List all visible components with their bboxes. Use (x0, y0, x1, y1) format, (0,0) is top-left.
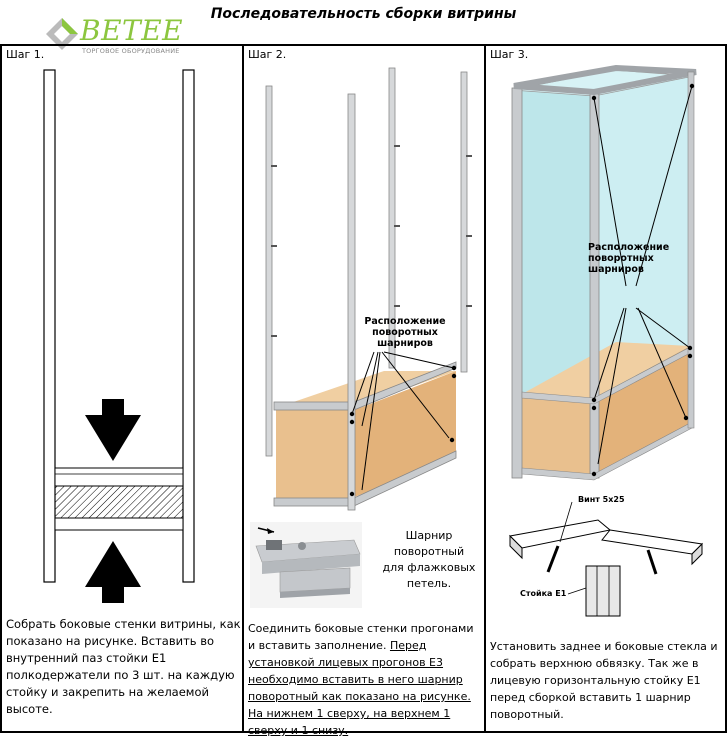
step3-hinge-label-line1: Расположение (588, 242, 670, 253)
step2-hinge-label-line1: Расположение (364, 316, 446, 327)
step2-hinge-location-label: Расположение поворотных шарниров (350, 316, 460, 349)
step1-panel: Шаг 1. Собрать боковые стенки витрины, к… (0, 44, 244, 733)
post-label: Стойка Е1 (520, 589, 567, 598)
arrow-up-icon (85, 541, 141, 603)
step2-label: Шаг 2. (248, 48, 287, 61)
step2-text-plain: Соединить боковые стенки прогонами и вст… (248, 622, 474, 652)
hinge-caption-line2: поворотный (393, 545, 465, 558)
screw-label: Винт 5х25 (578, 495, 625, 504)
hinge-caption-line1: Шарнир (405, 529, 453, 542)
step3-panel: Шаг 3. Расп (484, 44, 727, 733)
step2-hinge-label-line3: шарниров (377, 338, 433, 349)
step2-text: Соединить боковые стенки прогонами и вст… (248, 620, 484, 739)
logo-diamond-icon (46, 18, 78, 50)
step3-hinge-label-line2: поворотных (588, 253, 654, 264)
step3-corner-detail-drawing (508, 501, 704, 617)
hinge-photo (250, 522, 362, 608)
step2-text-underlined: Перед установкой лицевых прогонов Е3 нео… (248, 639, 471, 737)
hinge-caption: Шарнир поворотный для флажковых петель. (374, 528, 484, 592)
step3-label: Шаг 3. (490, 48, 529, 61)
step1-text: Собрать боковые стенки витрины, как пока… (6, 617, 241, 716)
step2-hinge-label-line2: поворотных (372, 327, 438, 338)
logo-subtitle: ТОРГОВОЕ ОБОРУДОВАНИЕ (82, 47, 180, 55)
logo-text: BETEE (80, 14, 184, 47)
document-title: Последовательность сборки витрины (210, 6, 517, 22)
step3-hinge-location-label: Расположение поворотных шарниров (588, 242, 698, 275)
hinge-caption-line3: для флажковых (382, 561, 476, 574)
step3-text: Установить заднее и боковые стекла и соб… (490, 640, 718, 721)
step3-showcase-drawing (511, 64, 697, 481)
step1-label: Шаг 1. (6, 48, 45, 61)
step3-hinge-label-line3: шарниров (588, 264, 644, 275)
arrow-down-icon (85, 399, 141, 461)
hinge-caption-line4: петель. (406, 577, 452, 590)
step2-panel: Шаг 2. (242, 44, 486, 737)
betee-logo (44, 14, 204, 60)
step1-side-wall-drawing (43, 69, 195, 583)
step2-frame-drawing (265, 67, 472, 511)
